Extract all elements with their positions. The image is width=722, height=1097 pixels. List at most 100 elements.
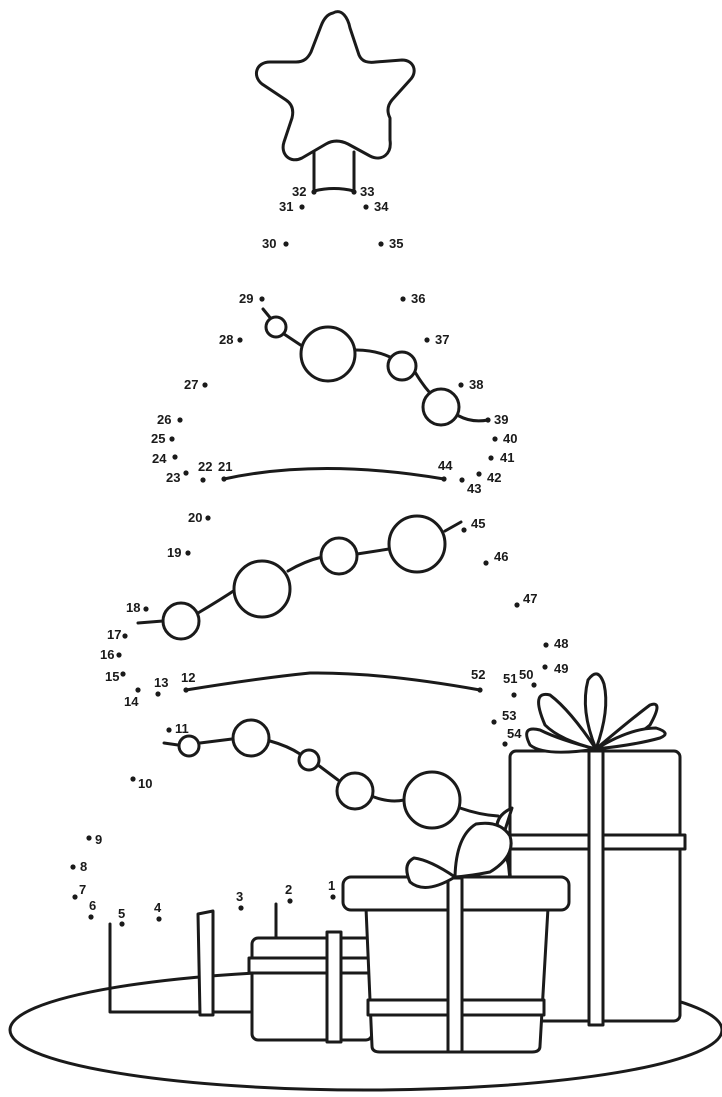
dot-29 [259, 296, 265, 302]
dot-label-36: 36 [411, 291, 425, 306]
dot-label-10: 10 [138, 776, 152, 791]
dot-37 [424, 337, 430, 343]
dot-5 [119, 921, 125, 927]
dot-label-39: 39 [494, 412, 508, 427]
dot-23 [183, 470, 189, 476]
dot-label-35: 35 [389, 236, 403, 251]
dot-19 [185, 550, 191, 556]
garland-top [261, 307, 490, 427]
dot-15 [120, 671, 126, 677]
numbered-dots: 1234567891011121314151617181920212223242… [70, 184, 568, 927]
dot-label-41: 41 [500, 450, 514, 465]
dot-label-50: 50 [519, 667, 533, 682]
dot-7 [72, 894, 78, 900]
dot-54 [502, 741, 508, 747]
dot-label-15: 15 [105, 669, 119, 684]
dot-34 [363, 204, 369, 210]
dot-30 [283, 241, 289, 247]
dot-16 [116, 652, 122, 658]
dot-2 [287, 898, 293, 904]
dot-27 [202, 382, 208, 388]
garland-bottom [162, 718, 500, 830]
dot-39 [485, 417, 491, 423]
dot-label-48: 48 [554, 636, 568, 651]
dot-label-42: 42 [487, 470, 501, 485]
dot-24 [172, 454, 178, 460]
dot-4 [156, 916, 162, 922]
dot-32 [311, 189, 317, 195]
dot-label-49: 49 [554, 661, 568, 676]
dot-47 [514, 602, 520, 608]
dot-49 [542, 664, 548, 670]
dot-9 [86, 835, 92, 841]
dot-label-22: 22 [198, 459, 212, 474]
dot-label-13: 13 [154, 675, 168, 690]
dot-label-25: 25 [151, 431, 165, 446]
dot-41 [488, 455, 494, 461]
dot-label-2: 2 [285, 882, 292, 897]
dot-label-45: 45 [471, 516, 485, 531]
dot-6 [88, 914, 94, 920]
dot-label-1: 1 [328, 878, 335, 893]
dot-8 [70, 864, 76, 870]
dot-label-3: 3 [236, 889, 243, 904]
dot-label-40: 40 [503, 431, 517, 446]
dot-label-52: 52 [471, 667, 485, 682]
dot-label-44: 44 [438, 458, 453, 473]
dot-14 [135, 687, 141, 693]
dot-label-33: 33 [360, 184, 374, 199]
dot-label-19: 19 [167, 545, 181, 560]
dot-label-38: 38 [469, 377, 483, 392]
dot-label-4: 4 [154, 900, 162, 915]
dot-label-24: 24 [152, 451, 167, 466]
present-tall-right [502, 672, 687, 1027]
dot-43 [459, 477, 465, 483]
dot-28 [237, 337, 243, 343]
dot-50 [531, 682, 537, 688]
dot-label-9: 9 [95, 832, 102, 847]
dot-label-47: 47 [523, 591, 537, 606]
dot-20 [205, 515, 211, 521]
dot-label-21: 21 [218, 459, 232, 474]
dot-label-46: 46 [494, 549, 508, 564]
dot-31 [299, 204, 305, 210]
dot-51 [511, 692, 517, 698]
dot-13 [155, 691, 161, 697]
dot-3 [238, 905, 244, 911]
dot-42 [476, 471, 482, 477]
dot-label-53: 53 [502, 708, 516, 723]
dot-label-23: 23 [166, 470, 180, 485]
dot-35 [378, 241, 384, 247]
dot-label-7: 7 [79, 882, 86, 897]
dot-label-32: 32 [292, 184, 306, 199]
present-left [108, 909, 252, 1017]
dot-11 [166, 727, 172, 733]
dot-label-6: 6 [89, 898, 96, 913]
tier-line-upper [222, 467, 446, 481]
dot-label-26: 26 [157, 412, 171, 427]
dot-38 [458, 382, 464, 388]
dot-label-30: 30 [262, 236, 276, 251]
dot-10 [130, 776, 136, 782]
dot-33 [351, 189, 357, 195]
dot-label-20: 20 [188, 510, 202, 525]
present-small-striped [247, 902, 375, 1044]
dot-label-16: 16 [100, 647, 114, 662]
dot-53 [491, 719, 497, 725]
dot-18 [143, 606, 149, 612]
dot-label-34: 34 [374, 199, 389, 214]
dot-label-17: 17 [107, 627, 121, 642]
dot-label-5: 5 [118, 906, 125, 921]
dot-12 [183, 687, 189, 693]
dot-1 [330, 894, 336, 900]
dot-36 [400, 296, 406, 302]
dot-21 [221, 476, 227, 482]
dot-label-29: 29 [239, 291, 253, 306]
dot-25 [169, 436, 175, 442]
dot-26 [177, 417, 183, 423]
dot-label-8: 8 [80, 859, 87, 874]
dot-label-28: 28 [219, 332, 233, 347]
dot-label-43: 43 [467, 481, 481, 496]
dot-52 [477, 687, 483, 693]
